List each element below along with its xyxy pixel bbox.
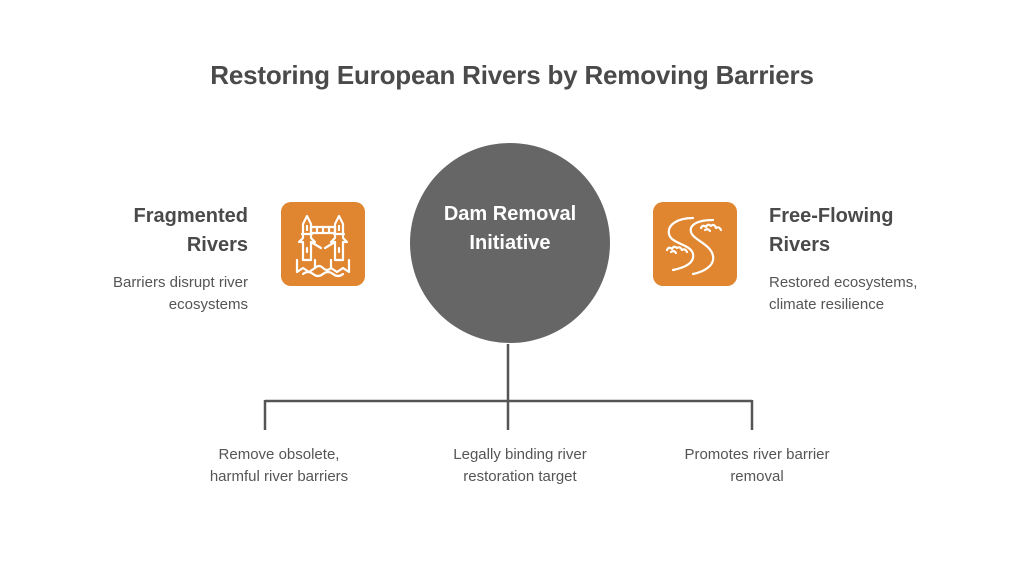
branch-text-right: Promotes river barrier removal — [684, 446, 830, 485]
branch-text-center: Legally binding river restoration target — [453, 446, 587, 485]
branch-text-left: Remove obsolete, harmful river barriers — [209, 446, 349, 485]
right-title: Free-Flowing Rivers — [769, 205, 894, 256]
left-icon-box — [281, 202, 365, 286]
winding-river-icon — [665, 216, 723, 276]
left-title: Fragmented Rivers — [133, 205, 248, 256]
right-icon-box — [653, 202, 737, 286]
diagram-title: Restoring European Rivers by Removing Ba… — [210, 60, 814, 90]
hub-circle: Dam Removal Initiative — [410, 143, 610, 343]
hub-label-line1: Dam Removal — [443, 203, 577, 225]
hub-label-line2: Initiative — [469, 232, 551, 254]
hub-label: Dam Removal Initiative — [425, 200, 595, 258]
left-description: Barriers disrupt river ecosystems — [112, 274, 248, 313]
right-description: Restored ecosystems, climate resilience — [769, 274, 918, 313]
bridge-towers-icon — [295, 214, 351, 278]
